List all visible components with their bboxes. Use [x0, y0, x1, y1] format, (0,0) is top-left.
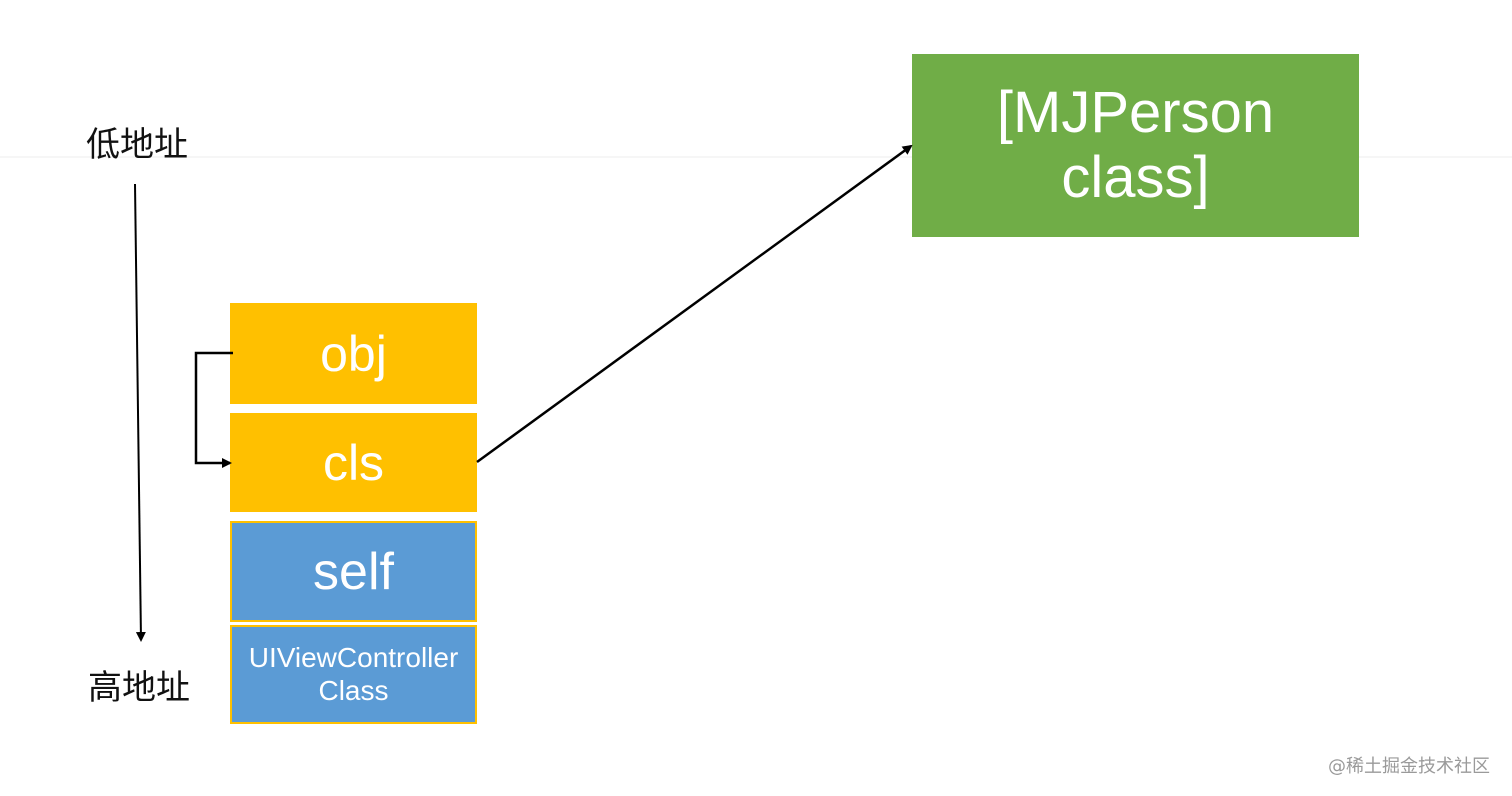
obj-label: obj: [320, 325, 387, 382]
background-divider: [0, 156, 1512, 158]
self-label: self: [313, 542, 394, 601]
obj-to-cls-arrow: [194, 351, 233, 468]
obj-box: obj: [230, 303, 477, 404]
self-box: self: [230, 521, 477, 622]
cls-box: cls: [230, 413, 477, 512]
viewcontroller-class-box: UIViewController Class: [230, 625, 477, 724]
cls-to-class-arrow: [476, 144, 913, 464]
mjperson-class-label: [MJPerson class]: [996, 79, 1275, 210]
high-address-label: 高地址: [88, 668, 190, 708]
mjperson-class-box: [MJPerson class]: [912, 54, 1359, 237]
watermark-text: @稀土掘金技术社区: [1328, 756, 1490, 777]
low-address-label: 低地址: [86, 125, 188, 165]
cls-label: cls: [322, 434, 385, 491]
address-direction-arrow: [134, 183, 146, 642]
viewcontroller-class-label: UIViewController Class: [248, 642, 459, 706]
